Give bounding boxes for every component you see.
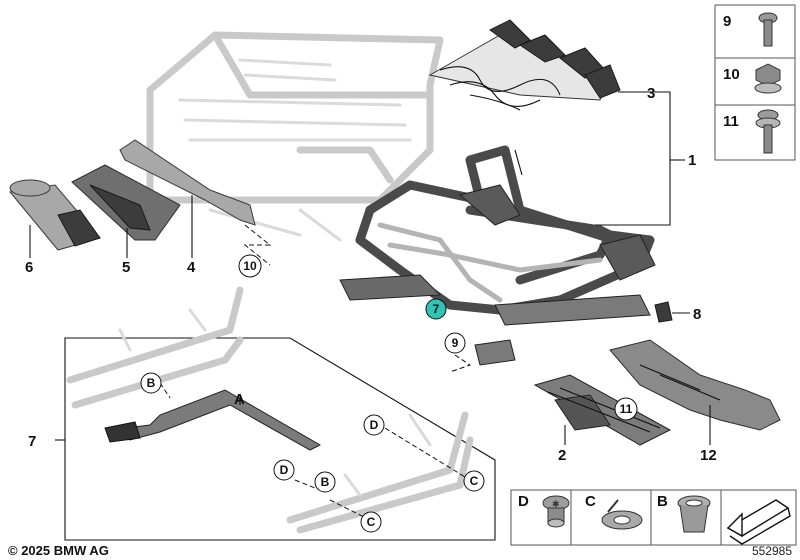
svg-text:B: B xyxy=(321,475,330,489)
circled-callouts: 10 7 9 11 B B D D xyxy=(140,254,638,533)
svg-text:C: C xyxy=(470,474,479,488)
part-3-wiring-harness xyxy=(428,19,645,111)
ghost-seat-frame-top xyxy=(146,31,444,242)
svg-text:7: 7 xyxy=(433,302,440,316)
callout-numbers: 1 2 3 4 5 6 7 8 12 A xyxy=(25,85,717,464)
arrow-direction-icon xyxy=(726,499,791,545)
callout-5: 5 xyxy=(122,259,130,276)
callout-A: A xyxy=(234,391,245,408)
rail-detail-box xyxy=(55,286,496,541)
part-4-bracket xyxy=(119,139,272,266)
callout-8: 8 xyxy=(693,306,701,323)
svg-text:✱: ✱ xyxy=(552,500,560,510)
svg-text:B: B xyxy=(147,376,156,390)
svg-text:11: 11 xyxy=(620,402,633,416)
legend-10: 10 xyxy=(723,66,740,83)
svg-text:C: C xyxy=(367,515,376,529)
circled-D-upper: D xyxy=(363,414,385,436)
copyright: © 2025 BMW AG xyxy=(8,543,109,558)
callout-2: 2 xyxy=(558,447,566,464)
circled-C-bottom: C xyxy=(360,511,382,533)
reference-number: 552985 xyxy=(752,544,792,558)
rivet-d-icon: ✱ xyxy=(542,495,570,528)
svg-text:10: 10 xyxy=(243,259,257,273)
callout-7: 7 xyxy=(28,433,36,450)
part-9-screw-callout xyxy=(449,339,516,373)
circled-C-right: C xyxy=(463,470,485,492)
svg-text:D: D xyxy=(370,418,379,432)
screw-11-icon xyxy=(755,109,781,154)
callout-4: 4 xyxy=(187,259,196,276)
circled-9: 9 xyxy=(444,332,466,354)
detail-legend: ✱ xyxy=(510,489,797,546)
callout-1: 1 xyxy=(688,152,696,169)
circled-10: 10 xyxy=(238,254,262,278)
part-2-panel xyxy=(533,374,672,446)
legend-11: 11 xyxy=(723,113,739,130)
part-1-seat-frame xyxy=(339,145,668,326)
legend-D: D xyxy=(518,493,529,510)
legend-C: C xyxy=(585,493,596,510)
circled-7-highlight: 7 xyxy=(425,298,447,320)
screw-9-icon xyxy=(758,12,778,47)
callout-12: 12 xyxy=(700,447,717,464)
svg-text:9: 9 xyxy=(452,336,459,350)
fastener-legend xyxy=(714,4,796,161)
part-5-cover xyxy=(71,164,181,258)
leader-lines xyxy=(645,91,685,226)
circled-D-lower: D xyxy=(273,459,295,481)
callout-3: 3 xyxy=(647,85,655,102)
nut-10-icon xyxy=(754,63,782,94)
circled-B-lower: B xyxy=(314,471,336,493)
svg-text:D: D xyxy=(280,463,289,477)
circled-B-upper: B xyxy=(140,372,162,394)
part-6-cylinder xyxy=(9,179,101,258)
part-12-bracket xyxy=(609,339,781,445)
legend-9: 9 xyxy=(723,13,731,30)
legend-labels: 9 10 11 D C B xyxy=(518,13,740,510)
part-8-clip xyxy=(654,301,690,323)
washer-c-icon xyxy=(601,499,643,530)
callout-6: 6 xyxy=(25,259,33,276)
circled-11: 11 xyxy=(614,397,638,421)
bushing-b-icon xyxy=(677,495,711,533)
legend-B: B xyxy=(657,493,668,510)
